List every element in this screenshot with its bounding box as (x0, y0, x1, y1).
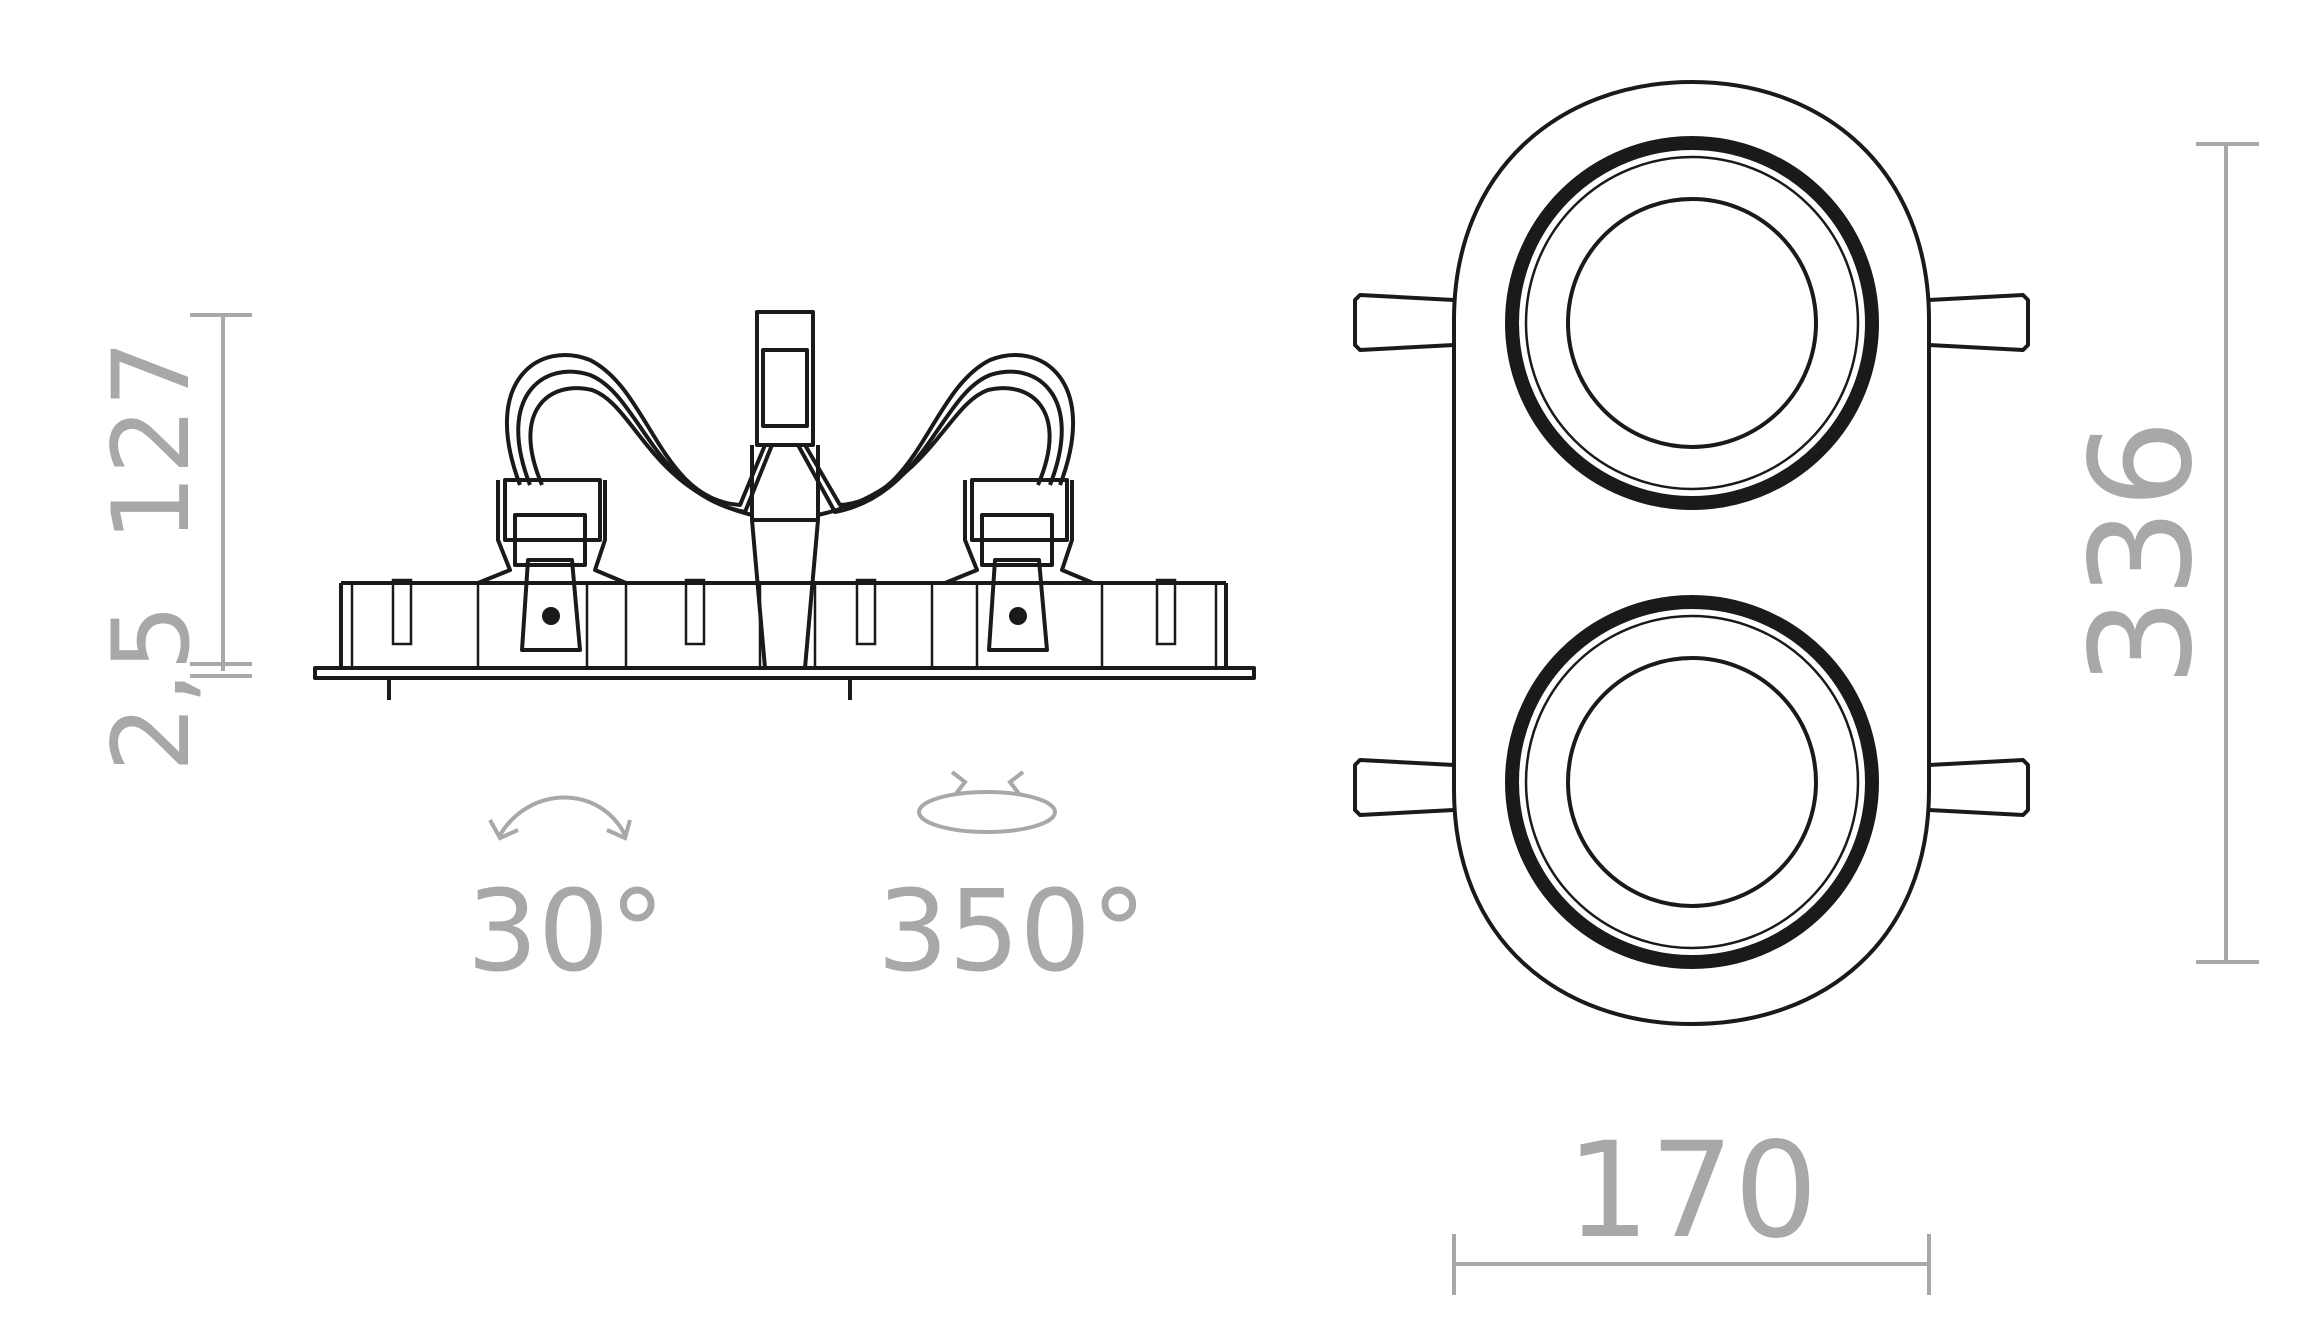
housing (339, 578, 1228, 668)
height-dimension-line (190, 313, 252, 678)
lamp-holder-left (477, 478, 627, 652)
lamp-holder-right (944, 478, 1094, 652)
screw-icon (542, 607, 560, 625)
swivel-angle-label: 350° (877, 867, 1147, 997)
width-label: 170 (1566, 1114, 1818, 1268)
connector-block (750, 310, 820, 670)
height-label: 127 (90, 340, 213, 542)
length-label: 336 (2061, 419, 2224, 686)
width-dimension-line (1452, 1234, 1931, 1295)
wires (505, 353, 1075, 517)
length-dimension-line (2196, 142, 2259, 964)
lamp-ring-lower (1505, 595, 1879, 969)
tilt-angle-label: 30° (467, 867, 666, 997)
screw-icon (1009, 607, 1027, 625)
swivel-arrow-icon (917, 770, 1057, 834)
plate-thickness-label: 2,5 (90, 604, 213, 773)
spring-clips (1353, 293, 2030, 817)
outer-frame (1452, 80, 1931, 1026)
lamp-ring-upper (1505, 136, 1879, 510)
tilt-arrow-icon (488, 795, 632, 841)
top-view: 336 170 (1353, 80, 2259, 1295)
side-view: 127 2,5 (90, 310, 1256, 997)
